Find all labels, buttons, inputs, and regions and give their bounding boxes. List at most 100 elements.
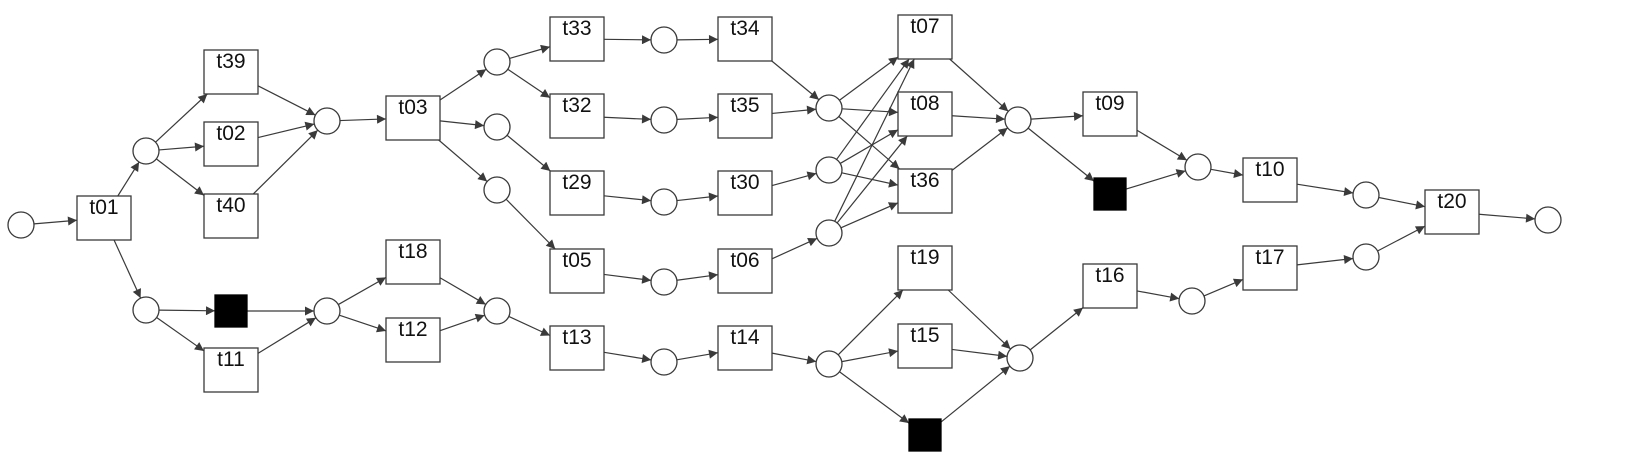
transition-box	[385, 239, 441, 285]
transition-t16: t16	[1082, 263, 1138, 309]
transition-t10: t10	[1242, 157, 1298, 203]
arc-t03-to-p5	[439, 68, 487, 101]
arc-t40-to-p3	[252, 129, 319, 195]
arc-t05-to-p13	[603, 273, 652, 284]
transition-box	[549, 93, 605, 139]
arc-p25-to-t20	[1377, 225, 1426, 252]
transition-box	[897, 14, 953, 60]
transition-box	[897, 168, 953, 214]
arc-p6-to-t29	[506, 134, 551, 172]
arc-p10-to-t34	[676, 34, 719, 44]
transition-label: t40	[216, 194, 245, 217]
end-place	[1534, 206, 1562, 234]
arc-t32-to-p11	[603, 114, 652, 124]
transition-t19: t19	[897, 245, 953, 291]
transition-box	[549, 16, 605, 62]
transition-label: t34	[730, 17, 760, 40]
arc-t07-to-p19	[949, 58, 1009, 112]
arcs	[33, 34, 1536, 424]
transition-t40: t40	[203, 193, 259, 239]
transition-label: t16	[1095, 264, 1124, 287]
transition-box	[1242, 157, 1298, 203]
transition-t12: t12	[385, 317, 441, 363]
transition-label: t10	[1255, 158, 1284, 181]
transition-box	[717, 325, 773, 371]
arc-t06-to-p17	[771, 237, 818, 260]
transition-label: t06	[730, 249, 759, 272]
transition-label: t17	[1255, 246, 1284, 269]
transition-label: t19	[910, 246, 939, 269]
arc-t34-to-p15	[771, 60, 820, 101]
transition-t20: t20	[1424, 189, 1480, 235]
arc-p21-to-t10	[1210, 168, 1244, 178]
transition-box	[203, 347, 259, 393]
arc-start-to-t01	[33, 216, 78, 226]
transition-t05: t05	[549, 248, 605, 294]
transition-box	[1082, 91, 1138, 137]
arc-t18-to-p9	[439, 277, 487, 305]
arc-p16-to-t07	[836, 58, 910, 160]
place-p5	[483, 48, 511, 76]
transition-box	[1242, 245, 1298, 291]
place-p4	[313, 297, 341, 325]
silent-transition-box	[214, 294, 248, 328]
place-p6	[483, 113, 511, 141]
place-p24	[1352, 181, 1380, 209]
arc-p11-to-t35	[676, 113, 719, 123]
transition-t08: t08	[897, 91, 953, 137]
transition-label: t02	[216, 122, 245, 145]
transition-t33: t33	[549, 16, 605, 62]
transition-label: t05	[562, 249, 591, 272]
arc-s2-to-p21	[1125, 169, 1186, 190]
transition-label: t08	[910, 92, 939, 115]
arc-p1-to-t02	[158, 142, 205, 152]
place-p1	[132, 137, 160, 165]
transition-t13: t13	[549, 325, 605, 371]
place-p18	[815, 350, 843, 378]
arc-p16-to-t08	[839, 129, 899, 164]
transition-t11: t11	[203, 347, 259, 393]
arc-p15-to-t07	[839, 56, 899, 101]
silent-transition	[908, 418, 942, 452]
place-p16	[815, 156, 843, 184]
arc-t10-to-p24	[1296, 183, 1354, 197]
transition-t09: t09	[1082, 91, 1138, 137]
place-p13	[650, 268, 678, 296]
transition-t15: t15	[897, 323, 953, 369]
transition-box	[549, 170, 605, 216]
arc-t36-to-p19	[951, 127, 1009, 171]
place-p22	[1178, 287, 1206, 315]
place-p7	[483, 176, 511, 204]
silent-transition	[1093, 177, 1127, 211]
arc-p1-to-t39	[155, 93, 208, 143]
arc-p13-to-t06	[676, 271, 719, 281]
transition-box	[717, 170, 773, 216]
arc-p14-to-t14	[676, 349, 719, 361]
transition-t39: t39	[203, 49, 259, 95]
place-p21	[1184, 153, 1212, 181]
arc-p3-to-t03	[339, 114, 387, 124]
arc-p2-to-t11	[156, 317, 205, 352]
transition-box	[717, 16, 773, 62]
arc-p5-to-t32	[507, 68, 551, 99]
transition-label: t39	[216, 50, 245, 73]
arc-p20-to-t16	[1029, 307, 1084, 351]
arc-s3-to-p20	[940, 365, 1011, 423]
transition-box	[1424, 189, 1480, 235]
place-p15	[815, 94, 843, 122]
transition-t36: t36	[897, 168, 953, 214]
arc-p4-to-t12	[339, 314, 387, 333]
transition-label: t15	[910, 324, 939, 347]
place-p10	[650, 26, 678, 54]
arc-p4-to-t18	[337, 276, 387, 306]
arc-t16-to-p22	[1136, 290, 1180, 302]
arc-t35-to-p15	[771, 105, 817, 115]
arc-p9-to-t13	[508, 315, 551, 337]
arc-t11-to-p4	[257, 317, 317, 354]
transition-t07: t07	[897, 14, 953, 60]
start-place	[7, 211, 35, 239]
arc-t19-to-p20	[947, 289, 1011, 350]
transition-box	[203, 49, 259, 95]
transition-box	[385, 317, 441, 363]
arc-p5-to-t33	[509, 44, 551, 59]
